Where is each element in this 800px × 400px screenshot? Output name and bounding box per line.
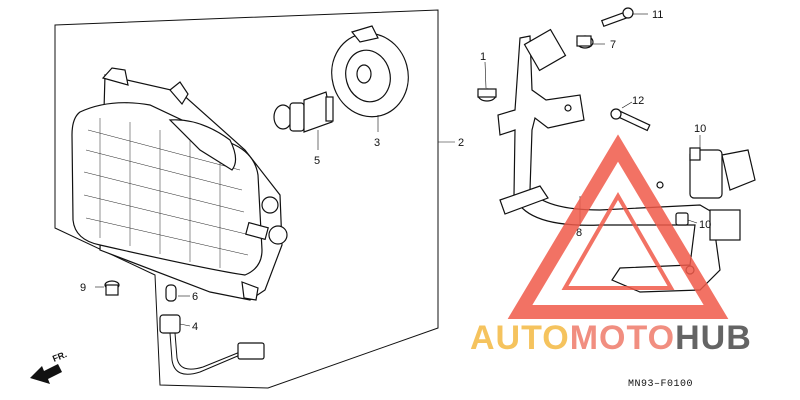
watermark-hub: HUB (675, 319, 752, 357)
callout-4: 4 (192, 321, 198, 333)
watermark-text: AUTOMOTOHUB (470, 319, 752, 357)
drawing-code: MN93–F0100 (628, 379, 693, 390)
position-bulb (165, 284, 177, 302)
nut-10-lower (675, 212, 689, 226)
bolt-11 (600, 7, 634, 28)
callout-10-upper: 10 (694, 123, 706, 135)
callout-10-lower: 10 (699, 219, 711, 231)
callout-1: 1 (480, 51, 486, 63)
headlight-unit (71, 67, 288, 301)
callout-7: 7 (610, 39, 616, 51)
watermark-auto: AUTO (470, 319, 570, 357)
callout-8: 8 (576, 227, 582, 239)
socket-harness (159, 314, 265, 375)
nut-10-upper (689, 147, 701, 161)
dust-cover (331, 25, 409, 132)
callout-2: 2 (458, 137, 464, 149)
assembly-frame (54, 9, 439, 389)
callout-5: 5 (314, 155, 320, 167)
direction-label: FR. (51, 349, 68, 364)
watermark-triangle (507, 134, 729, 319)
bolt-12 (610, 108, 651, 132)
halogen-bulb (273, 91, 334, 150)
grommet-1 (477, 88, 497, 102)
watermark-logo: AUTOMOTOHUB (470, 134, 752, 357)
callout-9: 9 (80, 282, 86, 294)
callout-11: 11 (652, 9, 663, 21)
bolt-9 (104, 280, 120, 296)
front-direction-arrow: FR. (30, 349, 68, 384)
callout-6: 6 (192, 291, 198, 303)
callout-12: 12 (632, 95, 644, 107)
callout-3: 3 (374, 137, 380, 149)
watermark-moto: MOTO (570, 319, 675, 357)
collar-7 (576, 35, 594, 49)
headlight-stay (497, 28, 756, 293)
